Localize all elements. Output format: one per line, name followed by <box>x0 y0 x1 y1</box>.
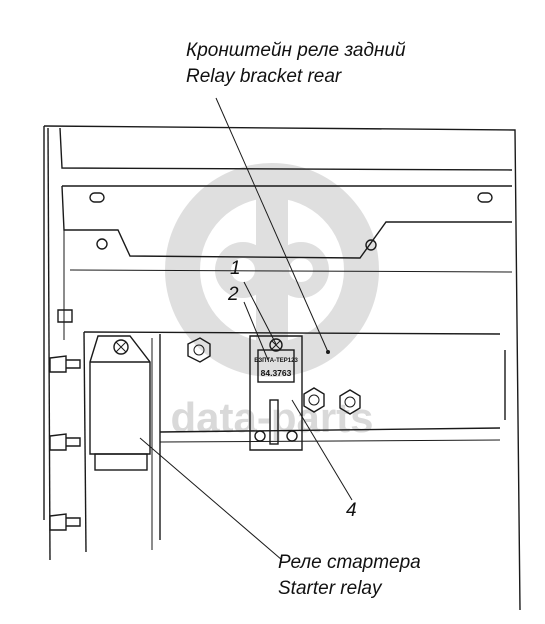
watermark-right-hole <box>289 258 313 282</box>
slot-left <box>89 192 105 203</box>
hole-right <box>365 239 377 251</box>
relay-plate-line2: 84.3763 <box>261 368 292 378</box>
leader-1 <box>243 281 277 345</box>
callout-bracket-en: Relay bracket rear <box>186 66 342 87</box>
leader-2 <box>243 301 269 361</box>
frame-top-edge <box>43 125 521 611</box>
starter-relay-screw-icon <box>113 339 129 355</box>
bracket-lower-edge <box>159 427 501 433</box>
relay-bracket-rear: БЗПТА-ТЕР123 84.3763 <box>249 335 303 451</box>
nut-icon-3 <box>339 389 361 415</box>
relay-mount-hole-left <box>254 430 266 442</box>
bracket-nuts <box>187 337 361 415</box>
watermark-left-hole <box>231 258 255 282</box>
relay-plate-body <box>249 335 303 451</box>
leader-bracket <box>215 97 329 353</box>
bolt-1 <box>49 355 81 373</box>
callout-number-1: 1 <box>230 258 241 279</box>
frame-upper-rail <box>59 127 513 171</box>
bolt-3 <box>49 513 81 531</box>
leader-bracket-dot <box>326 350 330 354</box>
frame <box>43 125 521 611</box>
nut-icon-2 <box>303 387 325 413</box>
leader-starter <box>139 437 283 561</box>
relay-plate-line1: БЗПТА-ТЕР123 <box>254 358 298 364</box>
relay-screw-icon <box>269 338 283 352</box>
frame-mid-line <box>69 269 513 273</box>
side-bolts <box>49 309 81 531</box>
frame-left-edge-inner <box>47 127 51 561</box>
bolt-2 <box>49 433 81 451</box>
callout-number-4: 4 <box>346 500 357 521</box>
relay-label-plate <box>257 349 295 383</box>
callout-bracket-ru: Кронштейн реле задний <box>186 40 406 61</box>
callout-number-2: 2 <box>227 284 239 305</box>
relay-terminal <box>269 399 279 445</box>
leader-4 <box>291 399 353 501</box>
slot-right <box>477 192 493 203</box>
frame-slots <box>89 192 493 251</box>
starter-relay-base <box>94 453 148 471</box>
callout-starter-en: Starter relay <box>278 578 383 599</box>
relay-mount-hole-right <box>286 430 298 442</box>
callout-starter-ru: Реле стартера <box>278 552 421 573</box>
hole-left <box>96 238 108 250</box>
leader-lines <box>139 97 353 561</box>
bolt-top <box>57 309 73 323</box>
bracket-top-edge <box>83 331 501 335</box>
watermark-text: data-parts <box>170 394 373 441</box>
bracket-left-edge <box>83 331 87 553</box>
bracket-lower-edge-2 <box>159 439 501 443</box>
nut-icon-1 <box>187 337 211 363</box>
starter-relay <box>89 335 151 471</box>
